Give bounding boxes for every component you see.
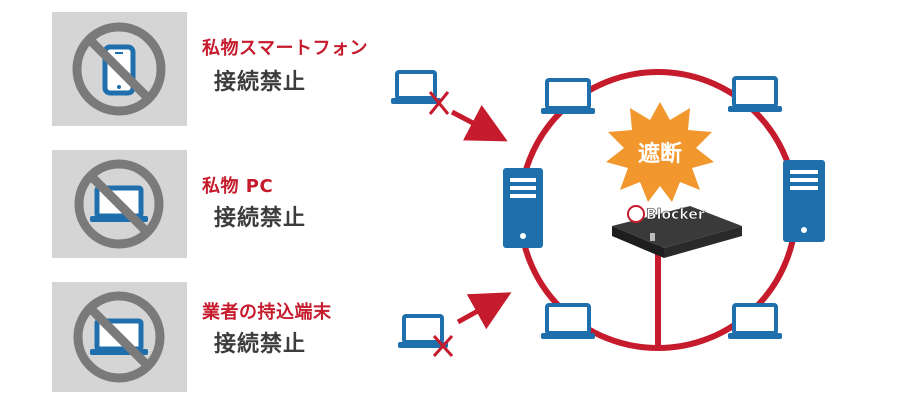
intrusion-arrow-bottom — [456, 292, 512, 330]
server-left-icon — [503, 168, 543, 248]
device-logo-text: Blocker — [646, 207, 705, 223]
laptop-icon — [541, 303, 595, 339]
prohibit-icon — [74, 159, 164, 249]
prohibit-panel-vendor — [52, 282, 187, 392]
rogue-laptop-bottom — [398, 314, 448, 348]
row-title-vendor: 業者の持込端末 — [202, 302, 332, 323]
prohibit-slash — [86, 36, 152, 102]
laptop-icon — [541, 78, 595, 114]
blocked-burst: 遮断 — [606, 102, 714, 202]
prohibit-slash — [86, 304, 152, 370]
prohibit-panel-pc — [52, 150, 187, 258]
row-title-pc: 私物 PC — [202, 176, 274, 197]
server-right-icon — [783, 160, 825, 242]
prohibit-icon — [72, 22, 166, 116]
device-logo: Blocker — [627, 205, 705, 223]
intrusion-arrow-top — [450, 104, 508, 142]
row-sub-pc: 接続禁止 — [214, 206, 307, 231]
row-sub-vendor: 接続禁止 — [214, 332, 307, 357]
blocked-x-icon — [432, 334, 454, 358]
blocked-x-icon — [428, 91, 450, 115]
prohibit-icon — [73, 291, 165, 383]
row-title-smartphone: 私物スマートフォン — [202, 38, 368, 59]
rogue-laptop-top — [391, 70, 441, 104]
laptop-icon — [728, 76, 782, 112]
laptop-icon — [728, 303, 782, 339]
blocked-label: 遮断 — [638, 141, 682, 167]
row-sub-smartphone: 接続禁止 — [214, 70, 307, 95]
prohibit-slash — [87, 172, 151, 236]
prohibit-panel-smartphone — [52, 12, 187, 126]
l2blocker-device: Blocker — [612, 205, 742, 258]
